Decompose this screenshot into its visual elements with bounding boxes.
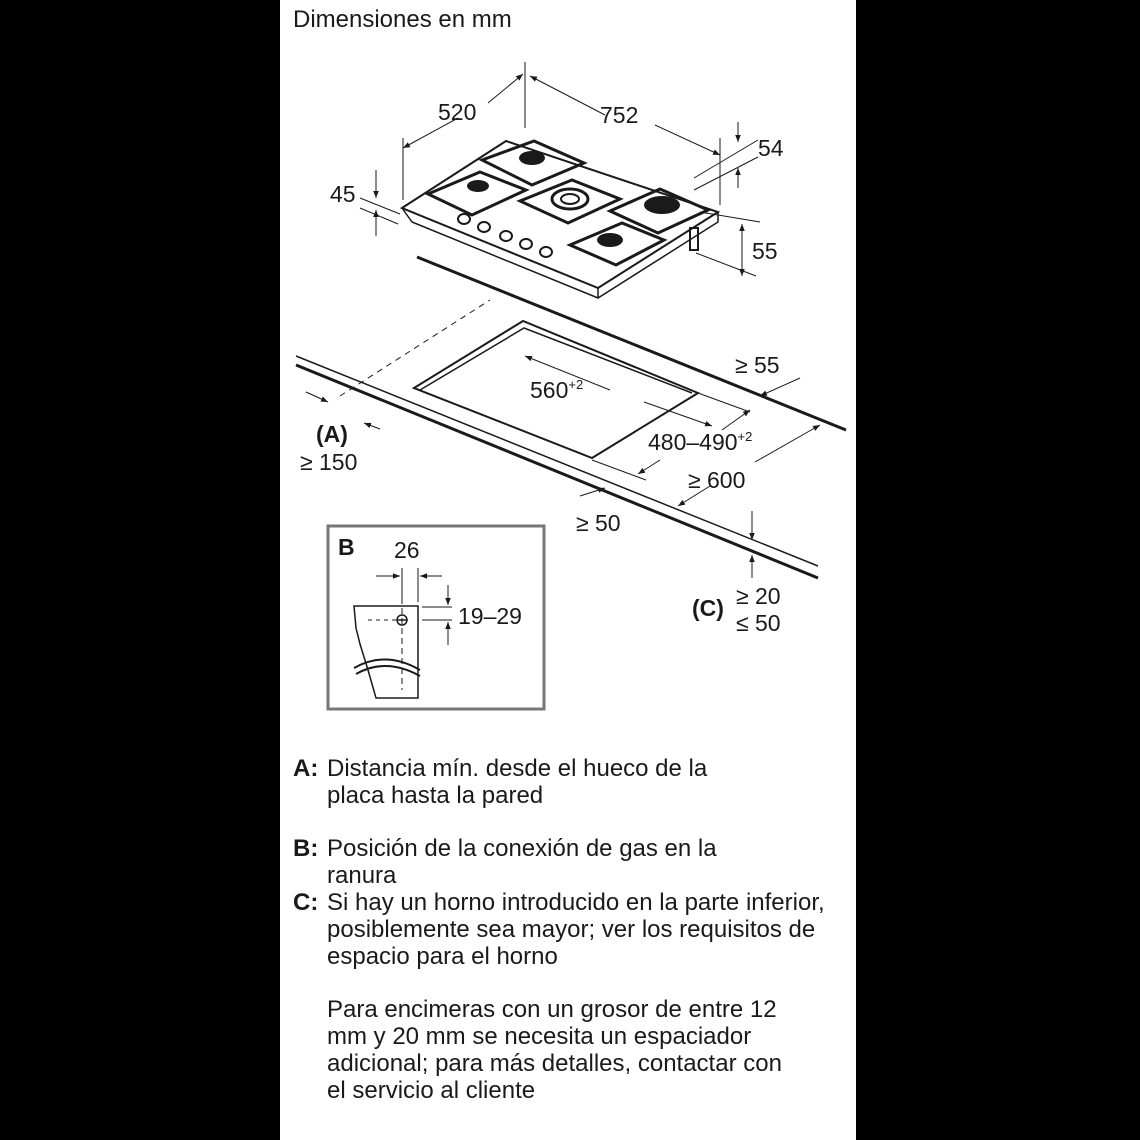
legend-text: Posición de la conexión de gas en la ran… xyxy=(327,835,717,889)
dimension-sheet: Dimensiones en mm xyxy=(280,0,856,1140)
legend-text: Si hay un horno introducido en la parte … xyxy=(327,889,825,970)
cutout-depth-label: 480–490+2 xyxy=(648,429,752,455)
wall-distance-key: (A) xyxy=(316,421,348,447)
thickness-min-label: ≥ 20 xyxy=(736,583,781,609)
gas-connection-height-label: 55 xyxy=(752,238,778,264)
hob-width-label: 752 xyxy=(600,102,638,128)
hob-dimensions xyxy=(359,62,761,277)
legend-item-a: A: Distancia mín. desde el hueco de la p… xyxy=(293,755,853,809)
legend-key: C: xyxy=(293,889,319,916)
legend-key: A: xyxy=(293,755,319,782)
hob-height-total-label: 54 xyxy=(758,135,784,161)
min-counter-depth-label: ≥ 600 xyxy=(688,467,745,493)
detail-b-height-label: 19–29 xyxy=(458,603,522,629)
installation-diagram: 520 752 54 45 55 xyxy=(295,62,847,711)
cutout-width-label: 560+2 xyxy=(530,377,583,403)
wall-distance-label: ≥ 150 xyxy=(300,449,357,475)
front-clearance-label: ≥ 50 xyxy=(576,510,621,536)
legend-text: Distancia mín. desde el hueco de la plac… xyxy=(327,755,708,809)
countertop-drawing xyxy=(295,255,847,580)
hob-height-front-label: 45 xyxy=(330,181,356,207)
thickness-max-label: ≤ 50 xyxy=(736,610,781,636)
thickness-key: (C) xyxy=(692,595,724,621)
detail-b-label: B xyxy=(338,534,355,560)
detail-b-width-label: 26 xyxy=(394,537,420,563)
legend-item-c: C: Si hay un horno introducido en la par… xyxy=(293,889,853,970)
page-title: Dimensiones en mm xyxy=(293,6,512,33)
hob-depth-label: 520 xyxy=(438,99,476,125)
rear-clearance-label: ≥ 55 xyxy=(735,352,780,378)
legend: A: Distancia mín. desde el hueco de la p… xyxy=(293,755,853,1104)
legend-key: B: xyxy=(293,835,319,862)
detail-b-box: B 26 19–29 xyxy=(326,524,546,711)
note-text: Para encimeras con un grosor de entre 12… xyxy=(327,996,782,1104)
hob-drawing xyxy=(399,139,721,299)
legend-item-b: B: Posición de la conexión de gas en la … xyxy=(293,835,853,889)
cutout-dimensions xyxy=(305,355,821,578)
